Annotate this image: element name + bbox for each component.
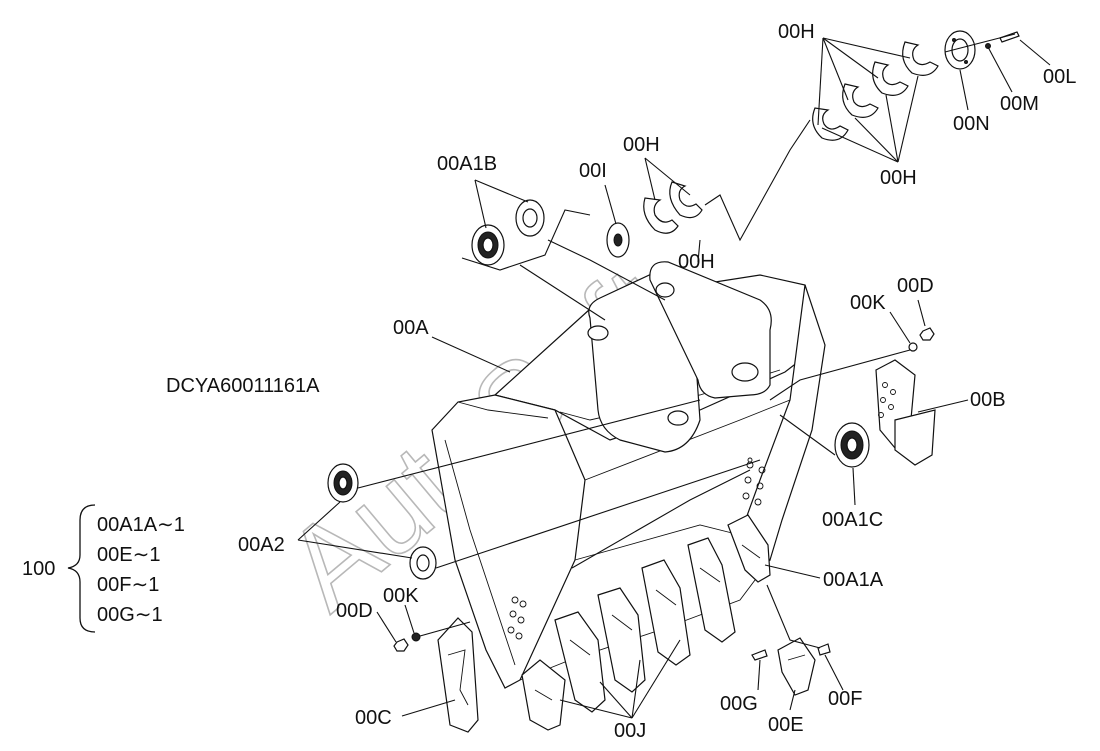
washer-k-right [908,342,918,352]
bushing-a1b-small [515,199,545,237]
label-00k-left: 00K [383,585,419,607]
bushing-a2-upper [327,463,359,503]
bucket-body [431,261,826,689]
plate-n [944,30,976,70]
tooth-e [777,637,816,696]
nut-d-right [919,327,935,341]
side-cutter-left [437,617,479,733]
assembly-number: 100 [22,558,55,580]
assembly-brace [67,504,96,633]
label-00a2: 00A2 [238,534,285,556]
label-00m: 00M [1000,93,1039,115]
pin-g [751,649,768,661]
label-00h-mid: 00H [623,134,660,156]
label-00f: 00F [828,688,862,710]
label-00a1c: 00A1C [822,509,883,531]
label-00b: 00B [970,389,1006,411]
bucket-teeth [521,514,771,731]
label-00c: 00C [355,707,392,729]
label-00i: 00I [579,160,607,182]
label-00a: 00A [393,317,429,339]
label-00h-low: 00H [678,251,715,273]
label-00d-right: 00D [897,275,934,297]
label-00d-left: 00D [336,600,373,622]
assembly-item: 00E∼1 [97,544,160,566]
nut-d-left [393,638,409,652]
shims-small [643,181,703,234]
drawing-id: DCYA60011161A [166,375,320,397]
side-cutter-right [875,359,936,466]
label-00l: 00L [1043,66,1076,88]
bushing-a1c [834,422,870,468]
label-00k-right: 00K [850,292,886,314]
label-00a1a: 00A1A [823,569,884,591]
label-00j: 00J [614,720,646,742]
label-00g: 00G [720,693,758,715]
bushing-a1b-large [471,224,505,266]
label-00e: 00E [768,714,804,736]
label-00n: 00N [953,113,990,135]
assembly-item: 00F∼1 [97,574,159,596]
bushing-a2-lower [409,546,437,580]
shims-large [812,41,939,141]
label-00a1b: 00A1B [437,153,497,175]
leader-lines [297,33,1051,719]
retainer-f [817,643,831,656]
washer-k-left [411,632,421,642]
label-00h-top: 00H [778,21,815,43]
assembly-item: 00G∼1 [97,604,163,626]
washer-i [606,222,630,258]
label-00h-right: 00H [880,167,917,189]
assembly-item: 00A1A∼1 [97,514,185,536]
nut-m [985,43,991,49]
